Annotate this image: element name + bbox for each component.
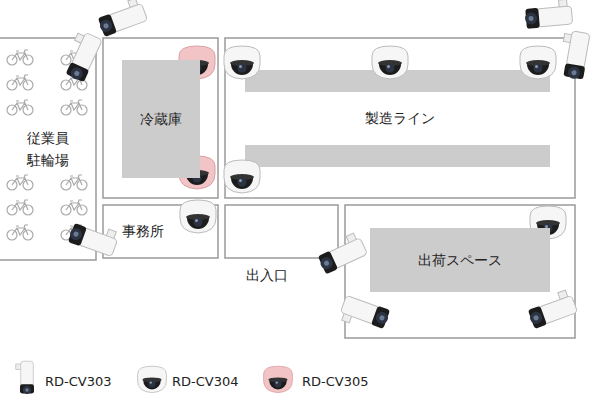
bicycles xyxy=(7,50,87,240)
bullet-camera xyxy=(95,0,148,37)
bullet-camera xyxy=(524,0,573,29)
dome-camera xyxy=(224,160,260,193)
room-box: 従業員 駐輪場 xyxy=(0,38,96,260)
bullet-camera xyxy=(16,361,34,394)
room-outline xyxy=(345,205,575,338)
room-name: 製造ライン xyxy=(365,107,435,129)
entrance-label: 出入口 xyxy=(246,267,288,284)
bullet-camera xyxy=(557,30,591,81)
bicycle-icon xyxy=(61,200,87,215)
area-box: 冷蔵庫 xyxy=(122,60,200,178)
legend-text: RD-CV304 xyxy=(172,374,239,390)
room-outline xyxy=(0,38,96,260)
bullet-camera xyxy=(60,29,103,83)
bicycle-icon xyxy=(7,50,33,65)
dome-camera xyxy=(138,366,167,392)
line-bar xyxy=(245,145,550,167)
room-outlines xyxy=(0,38,575,338)
bicycle-icon xyxy=(61,100,87,115)
room-name: 出荷スペース xyxy=(418,249,502,271)
legend-text: RD-CV303 xyxy=(45,374,112,390)
dome-camera xyxy=(180,200,216,233)
bicycle-icon xyxy=(7,225,33,240)
room-name: 事務所 xyxy=(122,220,164,242)
production-lines xyxy=(245,70,550,167)
bicycle-icon xyxy=(61,175,87,190)
bicycle-icon xyxy=(7,75,33,90)
bicycle-icon xyxy=(7,100,33,115)
room-outline xyxy=(103,38,218,198)
bullet-camera xyxy=(314,231,368,274)
dome-camera xyxy=(520,46,556,79)
bullet-camera xyxy=(338,294,391,335)
bicycle-icon xyxy=(7,200,33,215)
room-outline xyxy=(225,38,575,198)
area-box: 出荷スペース xyxy=(370,228,550,292)
bicycle-icon xyxy=(7,175,33,190)
room-outline xyxy=(225,205,338,258)
room-box: 製造ライン xyxy=(225,38,575,198)
dome-camera xyxy=(224,46,260,79)
dome-camera xyxy=(264,366,293,392)
legend-text: RD-CV305 xyxy=(302,374,369,390)
bullet-camera xyxy=(67,217,120,258)
dome-camera xyxy=(372,46,408,79)
room-name: 従業員 駐輪場 xyxy=(22,125,75,174)
bullet-camera xyxy=(525,289,578,330)
cameras xyxy=(16,0,591,394)
room-name: 冷蔵庫 xyxy=(140,108,182,130)
room-box: 事務所 xyxy=(103,205,183,258)
